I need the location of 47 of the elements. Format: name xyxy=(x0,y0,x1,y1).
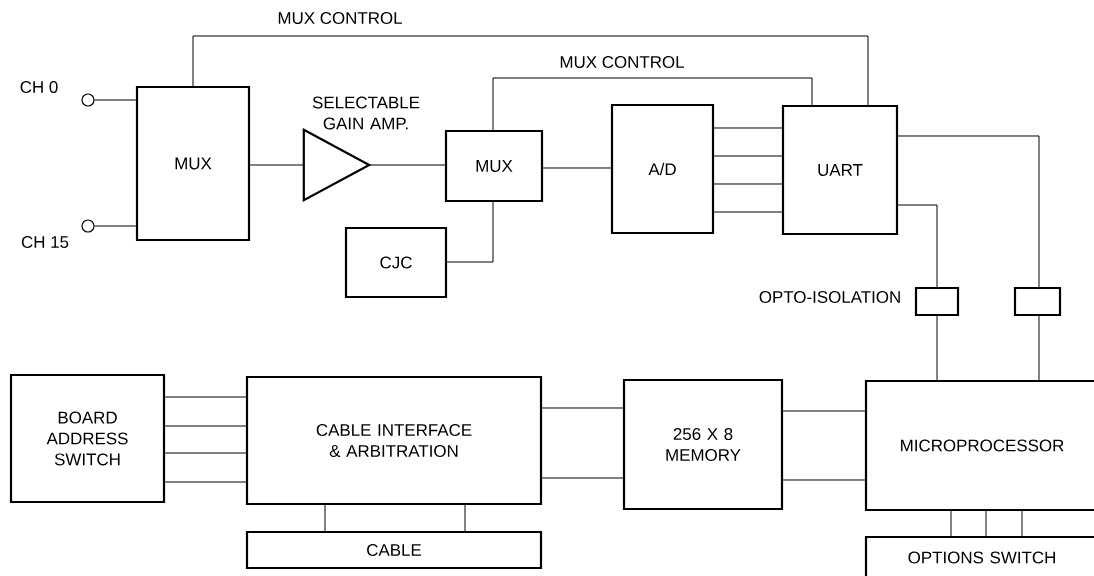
isolation-label: OPTO-ISOLATION xyxy=(759,291,900,303)
uart-box: UART xyxy=(781,104,899,236)
processor-box: MICROPROCESSOR xyxy=(864,379,1094,512)
cable-box: CABLE xyxy=(245,530,543,570)
connector-line xyxy=(324,504,326,532)
amplifier-label: SELECTABLE GAIN AMP. xyxy=(312,96,420,130)
connector-line xyxy=(94,99,137,101)
connector-line xyxy=(713,211,783,213)
connector-line xyxy=(897,135,1040,288)
memory-box: 256 X 8 MEMORY xyxy=(622,378,784,511)
connector-line xyxy=(1038,315,1040,381)
connector-line xyxy=(897,204,938,288)
switch-box: BOARD ADDRESS SWITCH xyxy=(9,373,166,504)
connector-line xyxy=(492,77,813,131)
connector-line xyxy=(713,183,783,185)
connector-line xyxy=(368,164,446,166)
edge-label: MUX CONTROL xyxy=(558,55,686,69)
converter-box: A/D xyxy=(610,103,715,235)
switch-box: OPTIONS SWITCH xyxy=(864,535,1094,576)
terminal-label: CH 15 xyxy=(21,236,69,248)
connector-line xyxy=(950,510,952,537)
connector-line xyxy=(164,396,247,398)
connector-line xyxy=(541,407,624,409)
connector-line xyxy=(446,201,494,263)
connector-line xyxy=(713,155,783,157)
connector-line xyxy=(164,452,247,454)
connector-line xyxy=(192,35,869,106)
connector-line xyxy=(782,479,866,481)
interface-box: CABLE INTERFACE & ARBITRATION xyxy=(245,375,543,506)
connector-line xyxy=(985,510,987,537)
edge-label: MUX CONTROL xyxy=(276,11,404,25)
connector-line xyxy=(541,477,624,479)
connector-line xyxy=(936,315,938,381)
connector-line xyxy=(164,425,247,427)
cjc-box: CJC xyxy=(344,226,448,299)
mux-box: MUX xyxy=(135,85,251,242)
connector-line xyxy=(542,167,612,169)
connector-line xyxy=(164,481,247,483)
connector-line xyxy=(713,127,783,129)
terminal-label: CH 0 xyxy=(20,81,58,93)
connector-line xyxy=(782,410,866,412)
mux-box: MUX xyxy=(444,129,544,203)
connector-line xyxy=(464,504,466,532)
connector-line xyxy=(249,164,305,166)
connector-line xyxy=(1021,510,1023,537)
connector-line xyxy=(94,225,137,227)
isolator-box xyxy=(1013,286,1062,317)
